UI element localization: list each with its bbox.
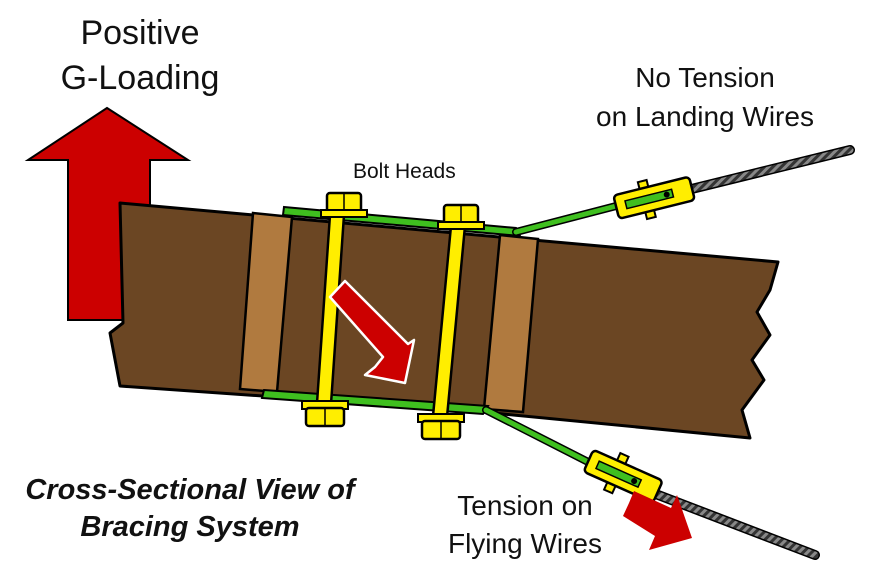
- flying-wire-cable: [635, 483, 820, 560]
- spar-block-right: [482, 233, 540, 414]
- caption-line-2: Bracing System: [80, 511, 300, 543]
- flying-wire-tension-arrow: [623, 491, 692, 550]
- flying-wires-label-line-2: Flying Wires: [447, 528, 602, 559]
- landing-wires-label-line-2: on Landing Wires: [596, 101, 814, 132]
- load-title-line-2: G-Loading: [60, 59, 220, 97]
- bolt-right: [417, 203, 485, 441]
- internal-load-arrow: [328, 279, 416, 385]
- upper-turnbuckle: [612, 176, 696, 221]
- flying-wires-label-line-1: Tension on: [457, 490, 593, 521]
- flying-wire: [482, 406, 604, 472]
- landing-wires-label-line-1: No Tension: [635, 62, 775, 93]
- lower-turnbuckle: [583, 449, 663, 503]
- caption-line-1: Cross-Sectional View of: [25, 474, 355, 506]
- landing-wire: [512, 201, 624, 236]
- bolt-heads-label: Bolt Heads: [353, 160, 456, 183]
- bolt-left: [301, 191, 368, 428]
- load-title-line-1: Positive: [80, 14, 200, 52]
